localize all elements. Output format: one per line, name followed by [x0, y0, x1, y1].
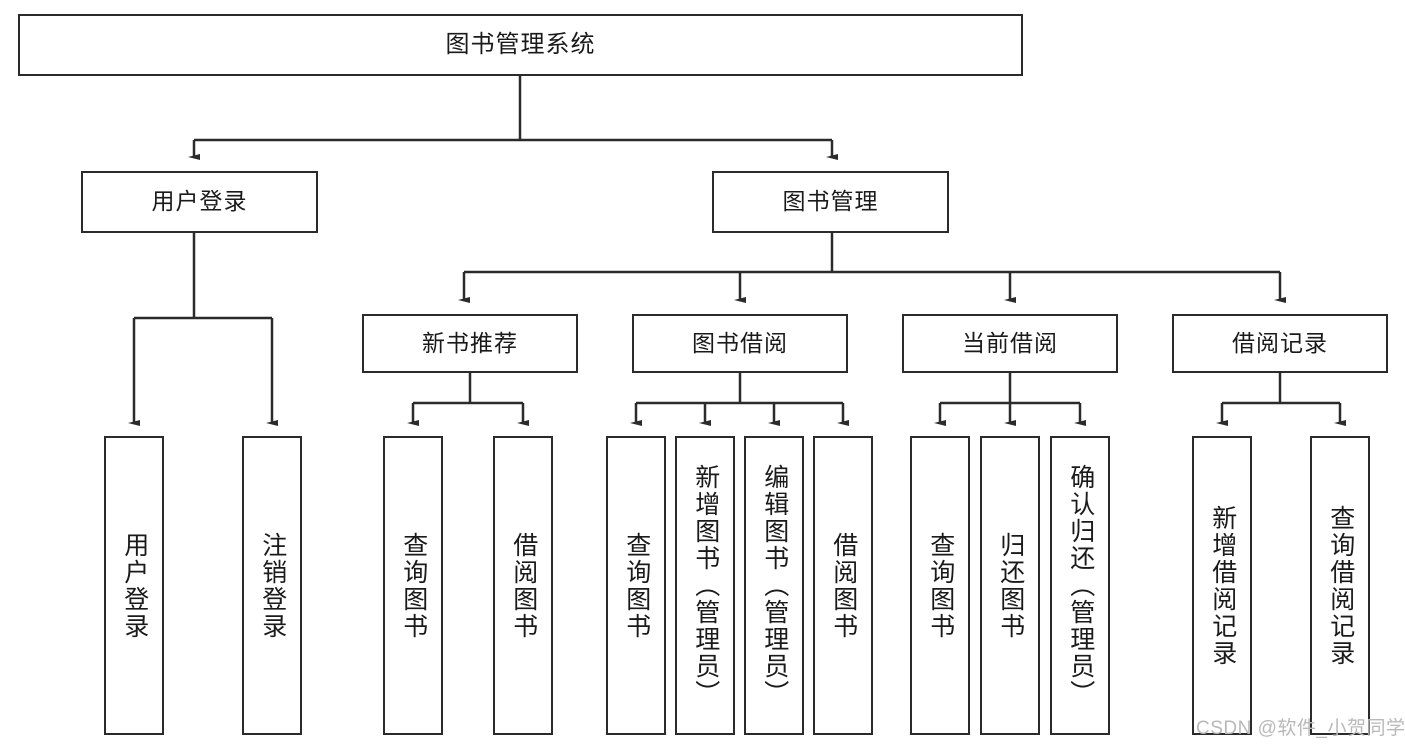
node-user-login[interactable]: 用户登录 — [81, 171, 318, 233]
node-label: 查询图书 — [622, 531, 651, 640]
leaf-book-borrow-borrow[interactable]: 借阅图书 — [813, 436, 873, 735]
node-label: 图书借阅 — [692, 329, 788, 356]
node-label: 确认归还（管理员） — [1066, 464, 1095, 707]
node-label: 当前借阅 — [962, 329, 1058, 356]
leaf-new-book-query[interactable]: 查询图书 — [383, 436, 443, 735]
leaf-user-login-login[interactable]: 用户登录 — [104, 436, 164, 735]
node-label: 新增图书（管理员） — [691, 464, 720, 707]
leaf-current-borrow-return[interactable]: 归还图书 — [980, 436, 1040, 735]
leaf-book-borrow-query[interactable]: 查询图书 — [606, 436, 666, 735]
leaf-current-borrow-query[interactable]: 查询图书 — [910, 436, 970, 735]
node-borrow-record[interactable]: 借阅记录 — [1172, 314, 1388, 373]
node-current-borrow[interactable]: 当前借阅 — [902, 314, 1118, 373]
node-label: 编辑图书（管理员） — [760, 464, 789, 707]
node-label: 用户登录 — [151, 188, 248, 215]
node-label: 图书管理 — [782, 188, 879, 215]
node-label: 用户登录 — [120, 531, 149, 640]
leaf-book-borrow-edit-admin[interactable]: 编辑图书（管理员） — [744, 436, 804, 735]
csdn-watermark: CSDN @软件_小贺同学 — [1196, 718, 1405, 739]
leaf-new-book-borrow[interactable]: 借阅图书 — [493, 436, 553, 735]
node-label: 新增借阅记录 — [1208, 504, 1237, 667]
node-label: 借阅图书 — [509, 531, 538, 640]
node-new-book-recommend[interactable]: 新书推荐 — [362, 314, 578, 373]
leaf-borrow-record-query[interactable]: 查询借阅记录 — [1310, 436, 1370, 735]
node-label: 图书管理系统 — [445, 30, 596, 58]
node-label: 查询图书 — [399, 531, 428, 640]
node-root-book-management-system[interactable]: 图书管理系统 — [18, 14, 1023, 76]
node-label: 新书推荐 — [422, 329, 518, 356]
leaf-current-borrow-confirm-admin[interactable]: 确认归还（管理员） — [1050, 436, 1110, 735]
node-label: 查询图书 — [926, 531, 955, 640]
leaf-book-borrow-add-admin[interactable]: 新增图书（管理员） — [675, 436, 735, 735]
node-label: 查询借阅记录 — [1326, 504, 1355, 667]
leaf-borrow-record-add[interactable]: 新增借阅记录 — [1192, 436, 1252, 735]
node-label: 借阅记录 — [1232, 329, 1328, 356]
leaf-user-login-logout[interactable]: 注销登录 — [242, 436, 302, 735]
node-book-management[interactable]: 图书管理 — [712, 171, 949, 233]
node-label: 注销登录 — [258, 531, 287, 640]
node-book-borrow[interactable]: 图书借阅 — [632, 314, 848, 373]
node-label: 归还图书 — [996, 531, 1025, 640]
node-label: 借阅图书 — [829, 531, 858, 640]
